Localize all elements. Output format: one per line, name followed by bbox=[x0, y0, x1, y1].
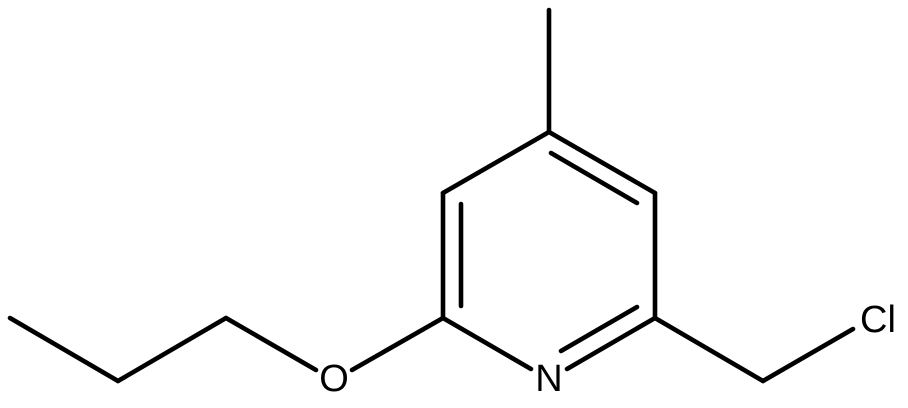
bond-ch2-ch3 bbox=[7, 315, 121, 384]
bond-c2-o bbox=[349, 315, 446, 373]
bond-c6-n-inner bbox=[558, 304, 640, 354]
bond-c4-c5-inner bbox=[548, 150, 640, 206]
bond-o-ch2 bbox=[223, 315, 319, 373]
bond-c2-n bbox=[440, 315, 534, 372]
bond-ch2-cl bbox=[760, 326, 856, 384]
atom-label-nitrogen: N bbox=[535, 358, 562, 400]
bond-ch2-ch2 bbox=[115, 315, 229, 384]
bond-c6-ch2 bbox=[652, 315, 766, 384]
bond-c6-n-outer bbox=[564, 315, 658, 372]
bond-c4-c3 bbox=[440, 129, 552, 196]
bond-c4-c5-outer bbox=[546, 129, 658, 196]
atom-label-chlorine: Cl bbox=[860, 299, 896, 341]
atom-label-oxygen: O bbox=[319, 358, 349, 400]
